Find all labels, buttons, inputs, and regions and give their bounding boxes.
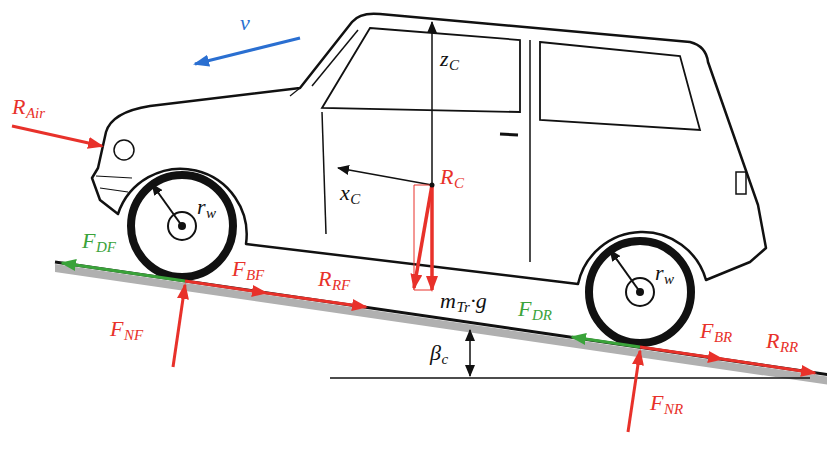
front-wheel (131, 175, 233, 277)
force-label: DR (532, 308, 552, 323)
weight-label: Tr (456, 300, 469, 315)
force-label: RF (332, 278, 350, 293)
wiper (290, 88, 300, 96)
headlight (114, 140, 134, 160)
rolling-resistance-arrow (722, 359, 815, 373)
force-label: Air (26, 106, 45, 121)
door-handle (500, 134, 518, 135)
force-label: R (12, 96, 25, 118)
force-label: F (232, 258, 245, 280)
rolling-resistance-arrow (266, 293, 366, 307)
force-label: F (700, 320, 713, 342)
drive-force-arrow (62, 263, 185, 281)
weight-arrow (430, 185, 434, 290)
radius-label: w (206, 206, 216, 221)
normal-force-arrow (173, 285, 185, 367)
force-label: RR (780, 340, 798, 355)
rear-window (540, 42, 700, 130)
rear-wheel (589, 241, 691, 343)
x-axis (338, 168, 432, 185)
axis-label: z (440, 48, 449, 70)
force-label: F (110, 318, 123, 340)
axis-label: C (350, 192, 360, 207)
drive-force-arrow (572, 337, 640, 347)
door-line (322, 112, 326, 234)
horizontal-reference (330, 377, 810, 379)
force-label: NR (664, 402, 683, 417)
force-label: DF (96, 240, 116, 255)
slope-angle-arrow (469, 330, 471, 376)
resultant-arrow (414, 185, 432, 288)
force-label: C (454, 176, 464, 191)
angle-label: β (430, 342, 441, 364)
weight-label: ·g (470, 290, 487, 312)
front-window (322, 28, 520, 112)
angle-label: c (441, 352, 448, 367)
force-label: F (82, 230, 95, 252)
velocity-label: v (240, 12, 250, 34)
radius-label: w (664, 272, 674, 287)
normal-force-arrow (628, 351, 640, 432)
axis-label: x (340, 182, 350, 204)
force-label: R (766, 330, 779, 352)
radius-label: r (197, 196, 206, 218)
air-resistance-arrow (12, 126, 102, 146)
force-label: R (440, 166, 453, 188)
road-surface (55, 264, 827, 385)
braking-force-arrow (640, 347, 722, 359)
z-axis (431, 22, 433, 185)
force-label: F (650, 392, 663, 414)
weight-label: m (440, 290, 456, 312)
door-line (529, 40, 531, 262)
force-label: R (318, 268, 331, 290)
radius-label: r (655, 262, 664, 284)
force-label: BR (714, 330, 732, 345)
tail-light (736, 172, 746, 194)
component-box (414, 185, 432, 290)
axis-label: C (449, 58, 459, 73)
velocity-arrow (195, 38, 300, 64)
bumper (96, 176, 132, 192)
force-label: F (518, 298, 531, 320)
centre-of-mass (430, 183, 435, 188)
force-label: NF (124, 328, 143, 343)
force-label: BF (246, 268, 264, 283)
